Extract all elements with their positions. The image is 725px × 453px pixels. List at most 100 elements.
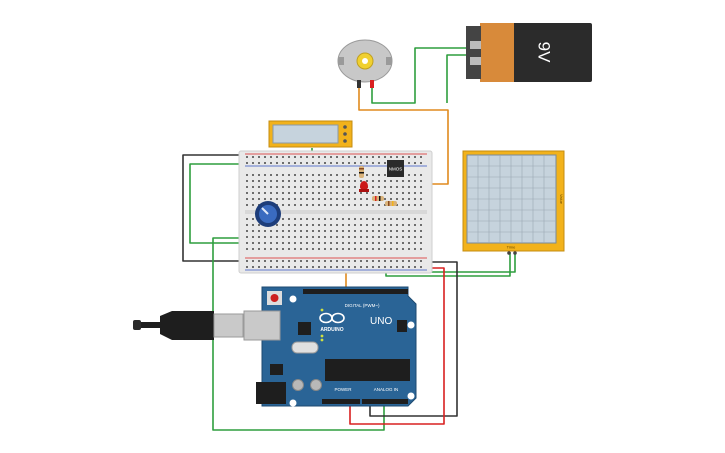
breadboard-hole: [336, 224, 338, 226]
resistor-3[interactable]: [385, 201, 397, 206]
breadboard-hole: [408, 204, 410, 206]
breadboard-hole: [408, 180, 410, 182]
breadboard-hole: [270, 174, 272, 176]
breadboard-hole: [414, 242, 416, 244]
usb-cable[interactable]: [133, 311, 244, 340]
breadboard-hole: [306, 260, 308, 262]
breadboard-hole: [372, 156, 374, 158]
resistor-2[interactable]: [372, 196, 384, 201]
breadboard-hole: [366, 236, 368, 238]
breadboard-hole: [282, 242, 284, 244]
breadboard-hole: [252, 230, 254, 232]
breadboard-hole: [366, 218, 368, 220]
breadboard-hole: [396, 260, 398, 262]
breadboard-hole: [390, 236, 392, 238]
breadboard-hole: [282, 192, 284, 194]
breadboard-hole: [246, 248, 248, 250]
breadboard-hole: [324, 248, 326, 250]
breadboard-hole: [324, 266, 326, 268]
breadboard-hole: [384, 162, 386, 164]
breadboard-hole: [420, 162, 422, 164]
lcd-pin-3: [343, 139, 347, 143]
breadboard-hole: [276, 180, 278, 182]
reset-button-cap[interactable]: [270, 294, 279, 302]
breadboard-hole: [252, 260, 254, 262]
breadboard-hole: [372, 174, 374, 176]
nmos-chip[interactable]: NMOS: [387, 160, 404, 177]
breadboard-hole: [324, 180, 326, 182]
breadboard-hole: [294, 224, 296, 226]
breadboard-hole: [264, 230, 266, 232]
breadboard-hole: [288, 192, 290, 194]
breadboard-hole: [342, 204, 344, 206]
led-red[interactable]: [359, 181, 369, 192]
wire-black-right[interactable]: [369, 261, 458, 417]
breadboard-hole: [366, 260, 368, 262]
breadboard-hole: [264, 236, 266, 238]
dc-motor[interactable]: [337, 39, 393, 88]
breadboard-hole: [342, 260, 344, 262]
breadboard-hole: [336, 266, 338, 268]
breadboard-hole: [282, 156, 284, 158]
breadboard-hole: [366, 198, 368, 200]
breadboard-hole: [366, 174, 368, 176]
breadboard-hole: [420, 186, 422, 188]
breadboard-hole: [318, 174, 320, 176]
breadboard-hole: [306, 248, 308, 250]
breadboard-hole: [276, 242, 278, 244]
breadboard-hole: [348, 174, 350, 176]
breadboard-hole: [396, 192, 398, 194]
breadboard-hole: [258, 260, 260, 262]
breadboard-hole: [384, 248, 386, 250]
lcd-pin-2: [343, 132, 347, 136]
breadboard-hole: [270, 180, 272, 182]
breadboard-hole: [354, 242, 356, 244]
breadboard-holes: [246, 156, 422, 268]
breadboard-hole: [258, 198, 260, 200]
breadboard-hole: [390, 156, 392, 158]
breadboard-hole: [378, 236, 380, 238]
breadboard-hole: [294, 218, 296, 220]
breadboard-hole: [348, 230, 350, 232]
breadboard-hole: [330, 236, 332, 238]
breadboard-hole: [354, 224, 356, 226]
wire-battery-green[interactable]: [371, 47, 466, 104]
breadboard-hole: [342, 198, 344, 200]
breadboard-hole: [414, 174, 416, 176]
arduino-uno[interactable]: DIGITAL (PWM~) POWER ANALOG IN ARDUINO U…: [243, 286, 417, 407]
breadboard-hole: [312, 242, 314, 244]
breadboard-hole: [354, 204, 356, 206]
breadboard-hole: [402, 204, 404, 206]
breadboard-hole: [342, 224, 344, 226]
breadboard-hole: [342, 192, 344, 194]
breadboard[interactable]: [238, 150, 433, 274]
power-header: [322, 399, 360, 404]
wire-green-long[interactable]: [212, 237, 385, 431]
breadboard-hole: [324, 236, 326, 238]
wire-black-left[interactable]: [182, 154, 262, 262]
breadboard-hole: [360, 260, 362, 262]
breadboard-hole: [300, 266, 302, 268]
breadboard-hole: [336, 156, 338, 158]
resistor-1[interactable]: [359, 166, 364, 178]
breadboard-hole: [354, 266, 356, 268]
wire-red-5v[interactable]: [349, 267, 445, 425]
wire-battery-green-2[interactable]: [446, 54, 466, 103]
battery-band: [480, 23, 514, 82]
breadboard-hole: [354, 162, 356, 164]
potentiometer[interactable]: [255, 201, 281, 227]
breadboard-hole: [402, 218, 404, 220]
breadboard-hole: [378, 242, 380, 244]
breadboard-hole: [294, 186, 296, 188]
breadboard-hole: [270, 242, 272, 244]
breadboard-hole: [300, 230, 302, 232]
breadboard-hole: [270, 156, 272, 158]
breadboard-hole: [288, 186, 290, 188]
lcd-module[interactable]: [268, 120, 353, 148]
digital-header: [303, 289, 408, 294]
breadboard-hole: [306, 236, 308, 238]
serial-plotter[interactable]: Time Value: [462, 150, 565, 255]
battery-9v[interactable]: 9V: [466, 23, 592, 82]
breadboard-hole: [354, 192, 356, 194]
breadboard-hole: [318, 198, 320, 200]
